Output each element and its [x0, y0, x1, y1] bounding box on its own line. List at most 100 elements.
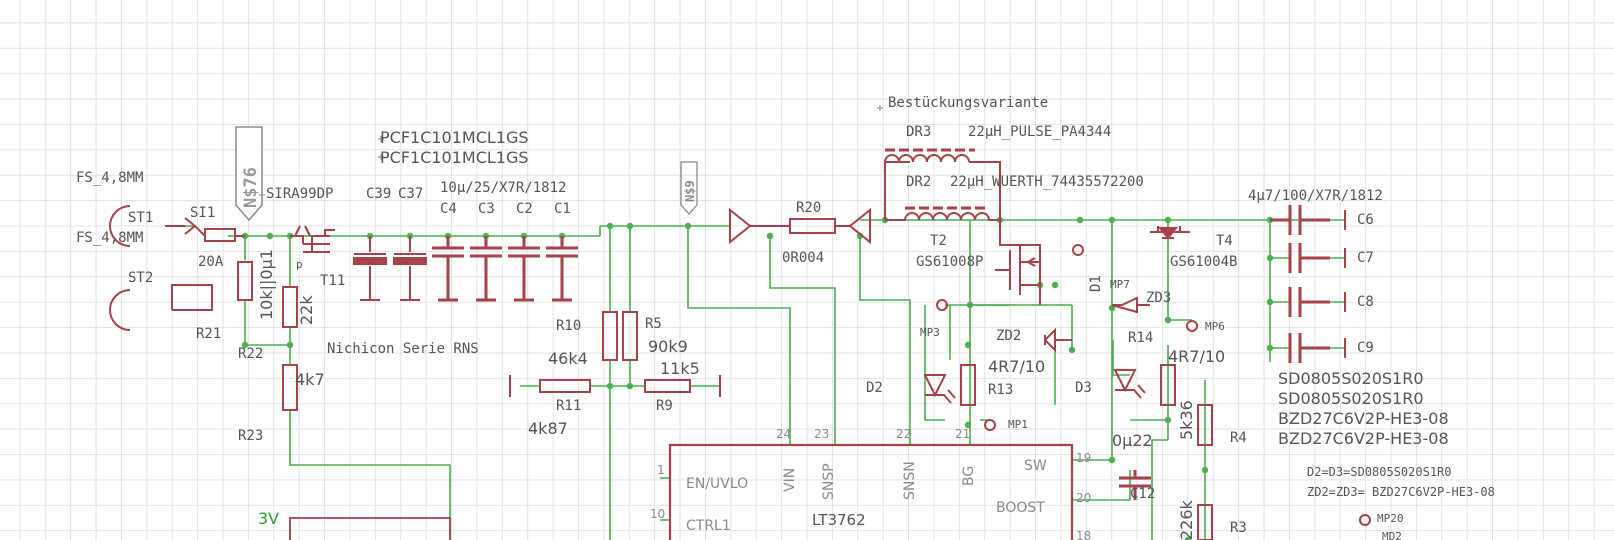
diode-note2: ZD2=ZD3= BZD27C6V2P-HE3-08 — [1307, 485, 1495, 499]
resistor-r22-value: 22k — [297, 295, 316, 325]
capacitor-out-value: 4µ7/100/X7R/1812 — [1248, 188, 1383, 204]
inductor-title: Bestückungsvariante — [888, 95, 1048, 111]
reg-3v — [289, 517, 451, 540]
ic-pin-22-name: SNSN — [902, 461, 918, 500]
capacitor-c12-label: C12 — [1130, 486, 1155, 502]
testpoint-mp6 — [1186, 320, 1198, 332]
resistor-r20 — [789, 218, 836, 234]
capacitor-c1 — [546, 236, 578, 302]
capacitor-c39-label: C39 — [366, 186, 391, 202]
resistor-r21 — [237, 261, 253, 301]
zener-zd2 — [1043, 327, 1072, 353]
zener-zd2-label: ZD2 — [996, 328, 1021, 344]
resistor-r21-label: R21 — [196, 326, 221, 342]
ic-pin-19-name: SW — [1024, 458, 1047, 474]
capacitor-c12-value: 0µ22 — [1112, 431, 1153, 450]
ic-pin-10-name: CTRL1 — [686, 518, 731, 534]
resistor-r20-value: 0R004 — [782, 250, 824, 266]
ic-pin-19-num: 19 — [1076, 451, 1091, 465]
connector-fs-top: FS_4,8MM — [76, 170, 143, 186]
net-n76-label: N$76 — [241, 167, 261, 208]
capacitor-c7 — [1288, 243, 1330, 273]
testpoint-mp20-label: MP20 — [1377, 512, 1404, 525]
testpoint-mp20 — [1359, 514, 1371, 526]
diode-part-2: SD0805S020S1R0 — [1278, 389, 1424, 408]
capacitor-c7-label: C7 — [1357, 250, 1374, 266]
capacitor-c37-label: C37 — [398, 186, 423, 202]
ic-pin-20-name: BOOST — [996, 500, 1045, 516]
ic-pin-21-name: BG — [961, 466, 977, 486]
capacitor-c6-label: C6 — [1357, 212, 1374, 228]
connector-st2 — [109, 289, 131, 331]
cap-part-2: PCF1C101MCL1GS — [380, 148, 529, 167]
testpoint-mp7-label: MP7 — [1110, 278, 1130, 291]
led-d3-label: D3 — [1075, 380, 1092, 396]
resistor-r11 — [539, 379, 591, 393]
inductor-dr2 — [885, 206, 1000, 221]
resistor-r4-label: R4 — [1230, 430, 1247, 446]
mosfet-t11-label: T11 — [320, 273, 345, 289]
resistor-r14-value: 4R7/10 — [1168, 347, 1225, 366]
connector-fs-bot: FS_4,8MM — [76, 230, 143, 246]
capacitor-c2 — [508, 236, 540, 302]
capacitor-c3-label: C3 — [478, 201, 495, 217]
mosfet-t2-label: T2 — [930, 233, 947, 249]
resistor-r10 — [602, 311, 618, 361]
ic-body — [668, 443, 1074, 540]
capacitor-c3 — [470, 236, 502, 302]
resistor-r13-value: 4R7/10 — [988, 357, 1045, 376]
mosfet-t2 — [995, 220, 1084, 305]
resistor-r3 — [1197, 504, 1213, 540]
testpoint-mp1-label: MP1 — [1008, 418, 1028, 431]
net-n9-label: N$9 — [683, 180, 697, 202]
mosfet-t11-type: p — [296, 258, 303, 271]
nichicon-note: Nichicon Serie RNS — [327, 341, 479, 357]
ic-pin-24-name: VIN — [782, 468, 798, 492]
capacitor-c6 — [1270, 205, 1330, 235]
capacitor-c1-label: C1 — [554, 201, 571, 217]
capacitor-c37 — [393, 236, 427, 301]
mosfet-t4-part: GS61004B — [1170, 254, 1237, 270]
resistor-r20-label: R20 — [796, 200, 821, 216]
capacitor-c4 — [432, 236, 464, 302]
mosfet-t2-part: GS61008P — [916, 254, 983, 270]
mosfet-t4 — [1150, 226, 1190, 240]
led-d2 — [923, 374, 956, 404]
connector-st1-label: ST1 — [128, 210, 153, 226]
resistor-r3-label: R3 — [1230, 520, 1247, 536]
resistor-r9-value: 11k5 — [660, 359, 700, 378]
resistor-r11-value: 4k87 — [528, 419, 568, 438]
resistor-r14 — [1160, 364, 1176, 406]
resistor-r21-value: 10k||0µ1 — [257, 249, 276, 320]
ic-pin-22-num: 22 — [896, 427, 911, 441]
fuse-si1-label: SI1 — [190, 205, 215, 221]
capacitor-c9 — [1288, 333, 1330, 363]
resistor-r5-value: 90k9 — [648, 337, 688, 356]
resistor-r4 — [1197, 404, 1213, 446]
wires — [185, 219, 1345, 540]
resistor-r9-label: R9 — [656, 398, 673, 414]
resistor-r3-value: 226k — [1177, 499, 1196, 540]
resistor-r10-label: R10 — [556, 318, 581, 334]
resistor-r10-value: 46k4 — [548, 349, 588, 368]
terminal-left — [729, 207, 752, 245]
mosfet-t11 — [290, 225, 335, 253]
mosfet-t11-part: SIRA99DP — [266, 186, 333, 202]
led-d3 — [1113, 369, 1146, 399]
resistor-r13-label: R13 — [988, 382, 1013, 398]
mosfet-t4-label: T4 — [1216, 233, 1233, 249]
ic-pins: 1 EN/UVLO 10 CTRL1 24 VIN 23 SNSP 22 SNS… — [650, 427, 1091, 540]
capacitor-in-value: 10µ/25/X7R/1812 — [440, 180, 566, 196]
ic-pin-24-num: 24 — [776, 427, 791, 441]
capacitor-c8-label: C8 — [1357, 294, 1374, 310]
ic-pin-23-name: SNSP — [821, 463, 837, 500]
net-flag-n9 — [680, 161, 698, 215]
resistor-r14-label: R14 — [1128, 330, 1153, 346]
testpoint-mp3-label: MP3 — [920, 326, 940, 339]
ic-pin-21-num: 21 — [955, 427, 970, 441]
net-flag-n76 — [235, 126, 263, 222]
capacitor-c8 — [1288, 287, 1330, 317]
testpoint-md2-label: MD2 — [1382, 530, 1402, 540]
testpoint-mp6-label: MP6 — [1205, 320, 1225, 333]
ic-pin-18-num: 18 — [1076, 529, 1091, 540]
